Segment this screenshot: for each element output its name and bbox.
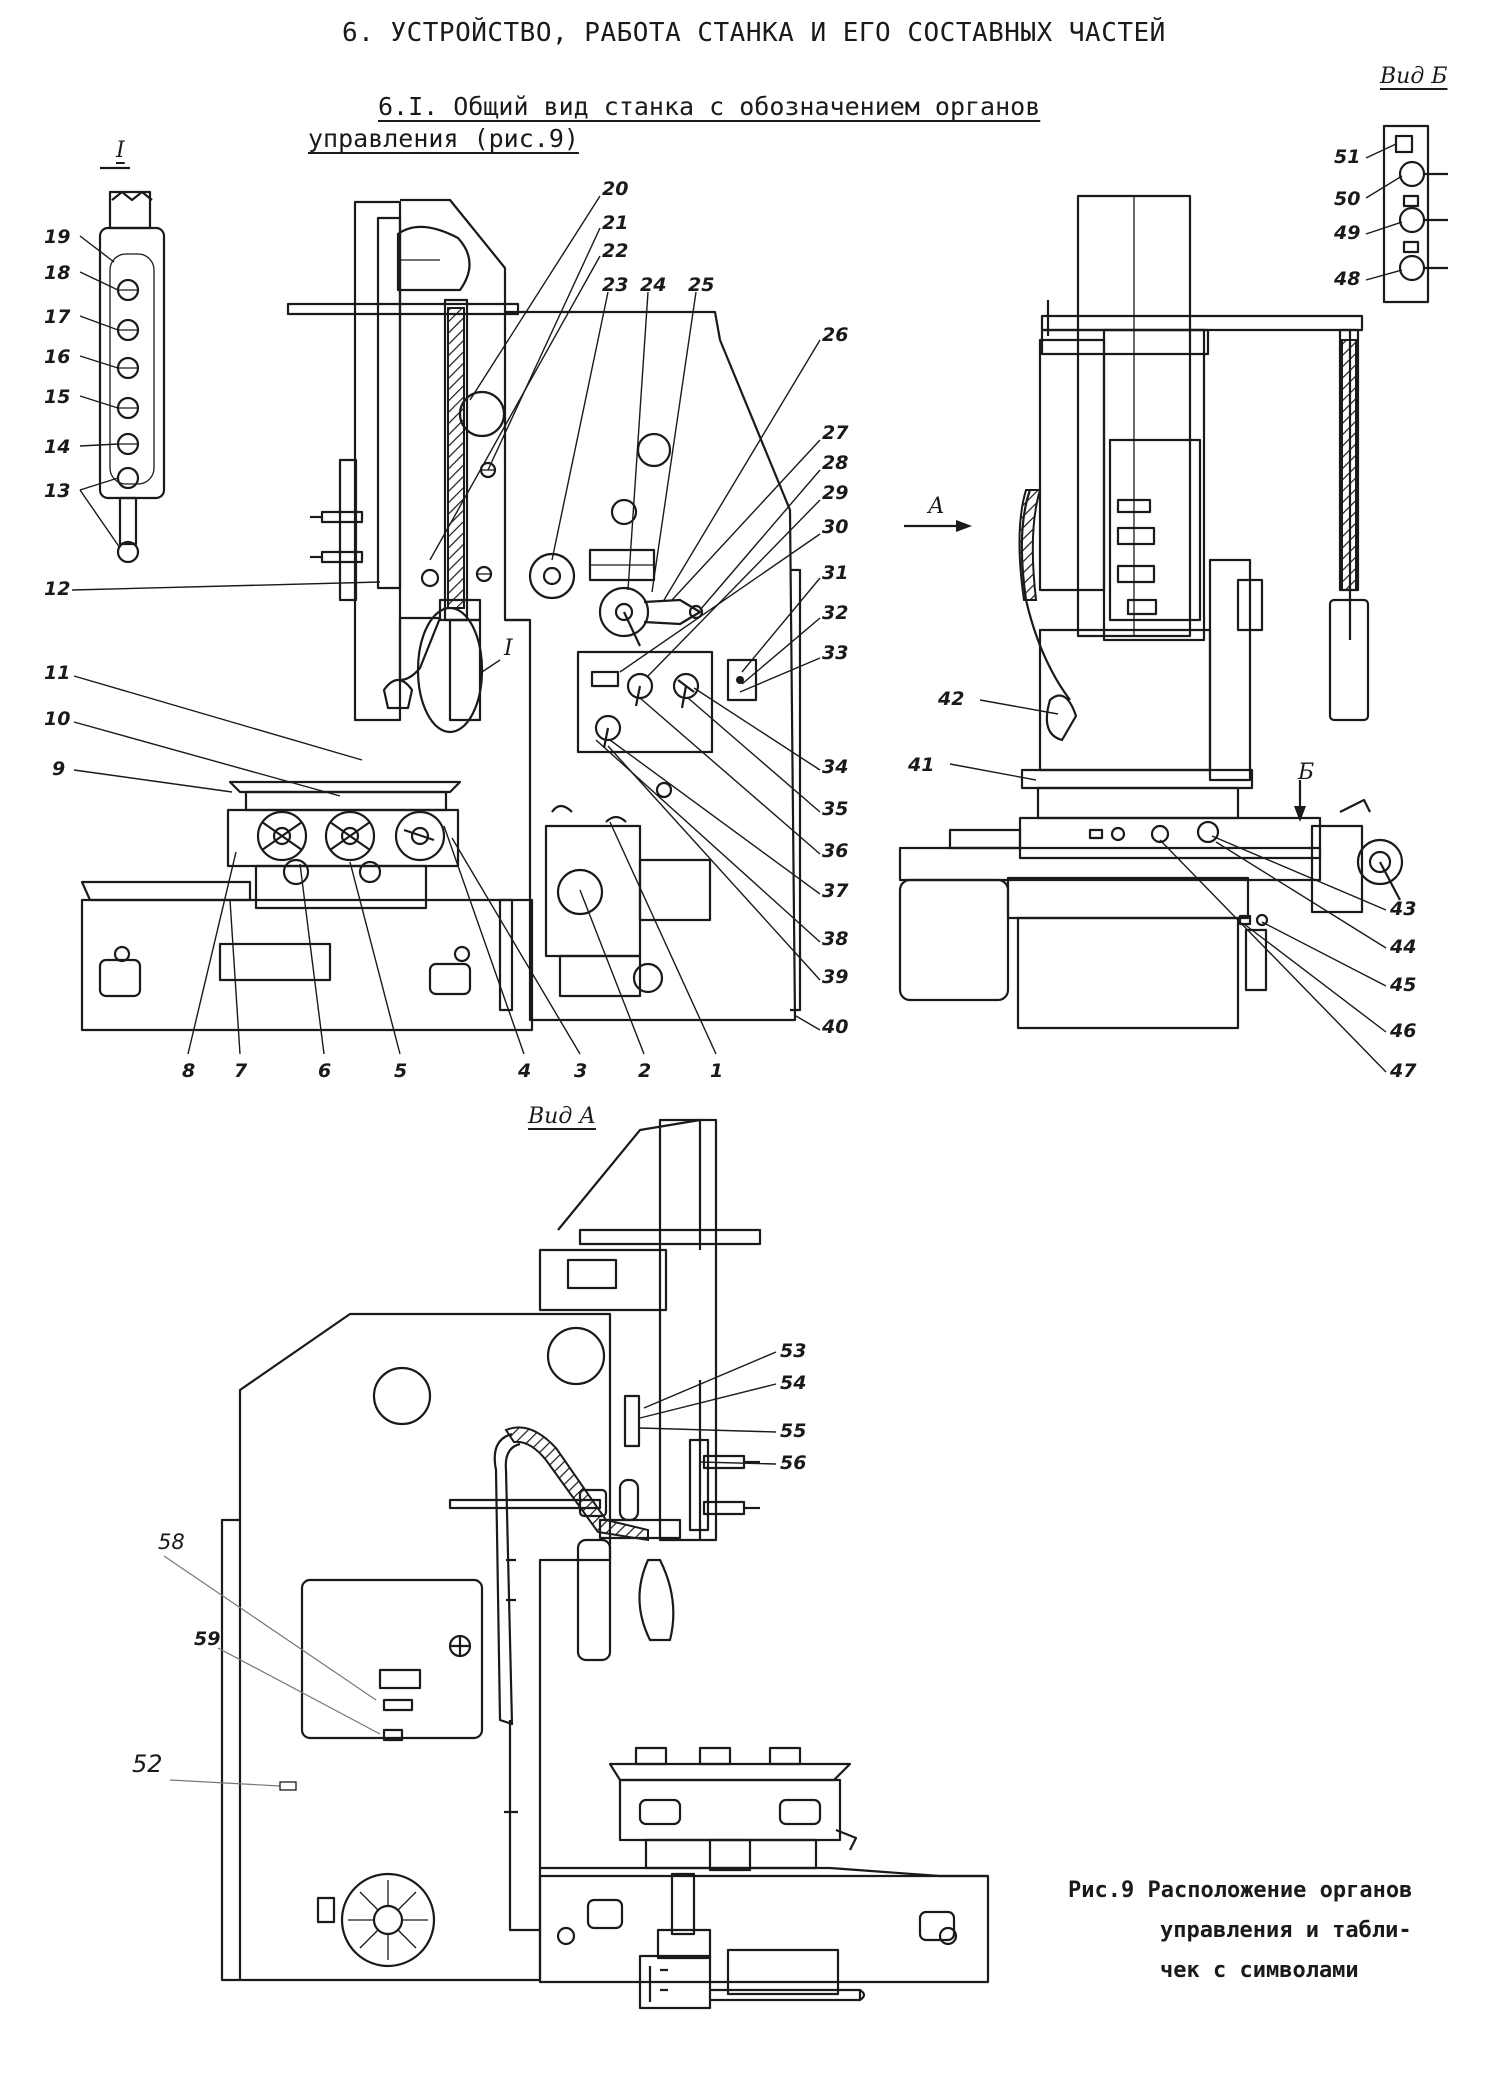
section-heading: 6. УСТРОЙСТВО, РАБОТА СТАНКА И ЕГО СОСТА… xyxy=(342,18,1166,48)
left-clamp-bolts xyxy=(310,510,364,564)
callout-45: 45 xyxy=(1390,974,1417,996)
callout-41: 41 xyxy=(908,754,935,776)
subsection-heading-line1: 6.I. Общий вид станка с обозначением орг… xyxy=(378,92,1041,121)
view-b-controls xyxy=(1088,820,1269,927)
view-a-arrow xyxy=(904,520,972,532)
view-a-label: Вид А xyxy=(528,1104,596,1129)
callout-22: 22 xyxy=(602,240,629,262)
callout-23: 23 xyxy=(602,274,629,296)
callout-58: 58 xyxy=(158,1530,185,1554)
callout-28: 28 xyxy=(822,452,849,474)
arrow-a-label: А xyxy=(928,494,945,519)
callout-26: 26 xyxy=(822,324,849,346)
callout-24: 24 xyxy=(640,274,667,296)
fan-spokes xyxy=(348,1880,428,1960)
callout-42: 42 xyxy=(938,688,965,710)
callout-12: 12 xyxy=(44,578,71,600)
callout-8: 8 xyxy=(182,1060,196,1082)
pendant-buttons xyxy=(116,278,140,490)
callout-36: 36 xyxy=(822,840,849,862)
detail-I-pendant xyxy=(79,166,166,564)
callout-50: 50 xyxy=(1334,188,1361,210)
callout-43: 43 xyxy=(1390,898,1417,920)
callout-54: 54 xyxy=(780,1372,807,1394)
view-b-symbol-plate xyxy=(1365,124,1448,304)
callout-56: 56 xyxy=(780,1452,807,1474)
callout-7: 7 xyxy=(234,1060,248,1082)
callout-21: 21 xyxy=(602,212,629,234)
callout-9: 9 xyxy=(52,758,66,780)
callout-38: 38 xyxy=(822,928,849,950)
table-handwheels xyxy=(256,810,446,886)
callout-20: 20 xyxy=(602,178,629,200)
callout-52: 52 xyxy=(132,1750,163,1778)
callout-1: 1 xyxy=(710,1060,724,1082)
callout-5: 5 xyxy=(394,1060,408,1082)
callout-15: 15 xyxy=(44,386,71,408)
callout-30: 30 xyxy=(822,516,849,538)
callout-37: 37 xyxy=(822,880,849,902)
callout-17: 17 xyxy=(44,306,71,328)
detail-I-callout: I xyxy=(504,636,513,661)
callout-27: 27 xyxy=(822,422,849,444)
callout-25: 25 xyxy=(688,274,715,296)
callout-55: 55 xyxy=(780,1420,807,1442)
callout-49: 49 xyxy=(1334,222,1361,244)
figure-caption-line3: чек с символами xyxy=(1160,1958,1359,1983)
callout-53: 53 xyxy=(780,1340,807,1362)
subsection-heading-line2: управления (рис.9) xyxy=(308,124,579,153)
callout-13: 13 xyxy=(44,480,71,502)
callout-48: 48 xyxy=(1334,268,1361,290)
callout-14: 14 xyxy=(44,436,71,458)
figure-caption-line2: управления и табли- xyxy=(1160,1918,1412,1943)
callout-35: 35 xyxy=(822,798,849,820)
callout-10: 10 xyxy=(44,708,71,730)
callout-32: 32 xyxy=(822,602,849,624)
figure-caption-line1: Рис.9 Расположение органов xyxy=(1068,1878,1413,1903)
callout-46: 46 xyxy=(1390,1020,1417,1042)
callout-59: 59 xyxy=(194,1628,221,1650)
callout-19: 19 xyxy=(44,226,71,248)
callout-40: 40 xyxy=(822,1016,849,1038)
callout-3: 3 xyxy=(574,1060,588,1082)
callout-31: 31 xyxy=(822,562,849,584)
callout-2: 2 xyxy=(638,1060,652,1082)
detail-I-label: I xyxy=(116,138,125,163)
callout-51: 51 xyxy=(1334,146,1361,168)
callout-4: 4 xyxy=(518,1060,532,1082)
control-panel-switches xyxy=(590,670,744,749)
callout-6: 6 xyxy=(318,1060,332,1082)
front-view xyxy=(71,195,821,1055)
callout-39: 39 xyxy=(822,966,849,988)
callout-18: 18 xyxy=(44,262,71,284)
callout-29: 29 xyxy=(822,482,849,504)
side-view-b xyxy=(898,194,1404,1073)
arrow-b-label: Б xyxy=(1298,760,1315,785)
view-b-label: Вид Б xyxy=(1380,64,1448,89)
callout-44: 44 xyxy=(1390,936,1417,958)
callout-47: 47 xyxy=(1390,1060,1417,1082)
callout-16: 16 xyxy=(44,346,71,368)
callout-33: 33 xyxy=(822,642,849,664)
view-b-slides xyxy=(1116,498,1158,616)
callout-11: 11 xyxy=(44,662,71,684)
view-b-handwheel xyxy=(1310,798,1404,914)
callout-34: 34 xyxy=(822,756,849,778)
front-view-a xyxy=(163,1118,990,2010)
